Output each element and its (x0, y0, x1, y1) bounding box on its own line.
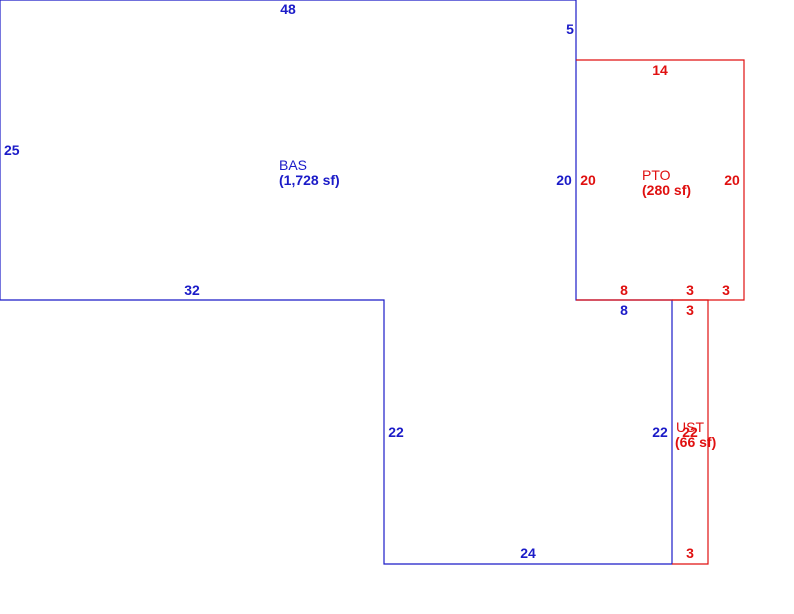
pto-dim-left: 20 (580, 172, 596, 188)
pto-area-name: PTO (642, 167, 671, 183)
pto-dim-top: 14 (652, 62, 668, 78)
bas-area-size: (1,728 sf) (279, 172, 340, 188)
bas-dim-notch: 8 (620, 302, 628, 318)
bas-outline (0, 0, 673, 565)
bas-dim-right-mid: 20 (556, 172, 572, 188)
pto-area-size: (280 sf) (642, 182, 691, 198)
bas-dim-right-lower: 22 (652, 424, 668, 440)
bas-dim-inner-vertical: 22 (388, 424, 404, 440)
ust-dim-right: 22 (682, 424, 698, 440)
pto-dim-bottom-mid: 3 (686, 282, 694, 298)
bas-dim-top: 48 (280, 1, 296, 17)
pto-dim-right: 20 (724, 172, 740, 188)
bas-dim-bottom-left: 32 (184, 282, 200, 298)
bas-dim-left: 25 (4, 142, 20, 158)
bas-dim-bottom: 24 (520, 545, 536, 561)
ust-area-size: (66 sf) (675, 434, 716, 450)
ust-outline (672, 299, 709, 565)
bas-area-name: BAS (279, 157, 307, 173)
ust-dim-bottom: 3 (686, 545, 694, 561)
pto-dim-bottom-right: 3 (722, 282, 730, 298)
pto-dim-bottom-left: 8 (620, 282, 628, 298)
bas-dim-notch-right: 3 (686, 302, 694, 318)
pto-outline (576, 59, 745, 301)
bas-dim-right-top: 5 (566, 21, 574, 37)
ust-area-name: UST (676, 419, 704, 435)
